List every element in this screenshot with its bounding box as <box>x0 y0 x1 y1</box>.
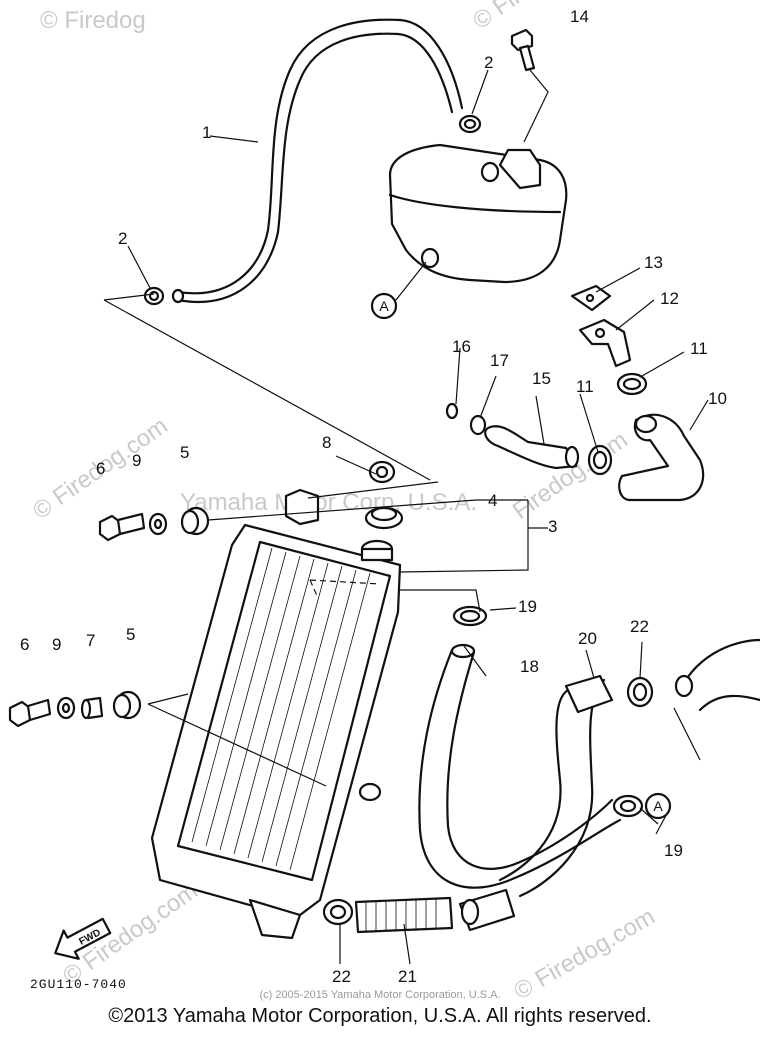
label-part-19-upper: 19 <box>518 597 537 616</box>
label-part-9-upper: 9 <box>132 451 141 470</box>
label-part-1: 1 <box>202 123 211 142</box>
label-part-14: 14 <box>570 7 589 26</box>
label-part-5-lower: 5 <box>126 625 135 644</box>
label-part-4: 4 <box>488 491 497 510</box>
part-10-elbow-hose <box>618 413 705 502</box>
part-22-clamp-bottom <box>322 898 354 926</box>
engine-outline <box>674 638 760 712</box>
radiator-core-fins <box>191 547 371 871</box>
watermark-top-mid: © Firedog.com <box>468 0 613 35</box>
label-part-7: 7 <box>86 631 95 650</box>
part-11-clamp-a <box>616 372 648 396</box>
part-20-hose <box>498 674 614 898</box>
callout-a-lower-label: A <box>653 798 663 814</box>
label-part-13: 13 <box>644 253 663 272</box>
part-19-clamp-upper <box>452 605 488 627</box>
label-part-2-top: 2 <box>484 53 493 72</box>
label-part-15: 15 <box>532 369 551 388</box>
label-part-22-right: 22 <box>630 617 649 636</box>
small-credit: (c) 2005-2015 Yamaha Motor Corporation, … <box>259 989 500 1001</box>
part-16-o-ring <box>445 402 459 420</box>
part-numbers: 1 2 2 3 4 5 5 6 6 7 8 9 9 10 11 11 12 13… <box>20 7 727 986</box>
part-2-clip-left <box>143 286 165 306</box>
part-7-collar <box>80 696 104 720</box>
part-19-clamp-lower <box>612 794 644 818</box>
part-6-bolt-lower <box>8 698 52 728</box>
diagram-code: 2GU110-7040 <box>30 977 127 992</box>
part-14-bolt <box>510 28 549 143</box>
part-5-grommet-upper <box>180 506 210 536</box>
radiator <box>150 488 402 940</box>
reservoir-tank <box>388 143 568 284</box>
label-part-8: 8 <box>322 433 331 452</box>
part-9-washer-lower <box>56 696 76 720</box>
watermark-top-left: © Firedog <box>40 7 146 34</box>
label-part-11-b: 11 <box>576 377 594 396</box>
part-13-gasket <box>570 284 612 312</box>
label-part-20: 20 <box>578 629 597 648</box>
label-part-5-upper: 5 <box>180 443 189 462</box>
label-part-6-upper: 6 <box>96 459 105 478</box>
label-part-10: 10 <box>708 389 727 408</box>
part-2-clip-top <box>458 114 482 134</box>
part-1-hose <box>171 18 464 304</box>
part-5-grommet-lower <box>112 690 142 720</box>
label-part-21: 21 <box>398 967 417 986</box>
label-part-12: 12 <box>660 289 679 308</box>
part-9-washer-upper <box>148 512 168 536</box>
callout-a-upper-label: A <box>379 298 389 314</box>
label-part-9-lower: 9 <box>52 635 61 654</box>
part-15-pipe <box>484 425 580 470</box>
label-part-6-lower: 6 <box>20 635 29 654</box>
label-part-11-a: 11 <box>690 339 708 358</box>
watermark-bottom-right: © Firedog.com <box>510 903 660 1005</box>
leader-lines <box>103 69 709 965</box>
label-part-2-left: 2 <box>118 229 127 248</box>
part-4-radiator-cap <box>364 506 404 530</box>
label-part-19-lower: 19 <box>664 841 683 860</box>
part-6-bolt-upper <box>98 512 146 542</box>
part-22-clamp-right <box>626 676 654 708</box>
watermarks: © Firedog © Firedog.com © Firedog.com Fi… <box>28 0 660 1005</box>
part-18-hose <box>418 643 622 889</box>
label-part-3: 3 <box>548 517 557 536</box>
label-part-22-bottom: 22 <box>332 967 351 986</box>
part-11-clamp-b <box>587 444 613 476</box>
callout-a-upper: A <box>370 261 427 320</box>
callout-a-lower: A <box>644 792 672 820</box>
label-part-16: 16 <box>452 337 471 356</box>
copyright-notice: ©2013 Yamaha Motor Corporation, U.S.A. A… <box>108 1005 652 1027</box>
part-17-o-ring <box>469 414 487 436</box>
label-part-18: 18 <box>520 657 539 676</box>
part-8-grommet <box>368 460 396 484</box>
part-12-fitting <box>578 318 632 368</box>
watermark-center: Yamaha Motor Corp, U.S.A. <box>180 489 477 516</box>
part-21-corrugated-hose <box>354 888 516 934</box>
label-part-17: 17 <box>490 351 509 370</box>
